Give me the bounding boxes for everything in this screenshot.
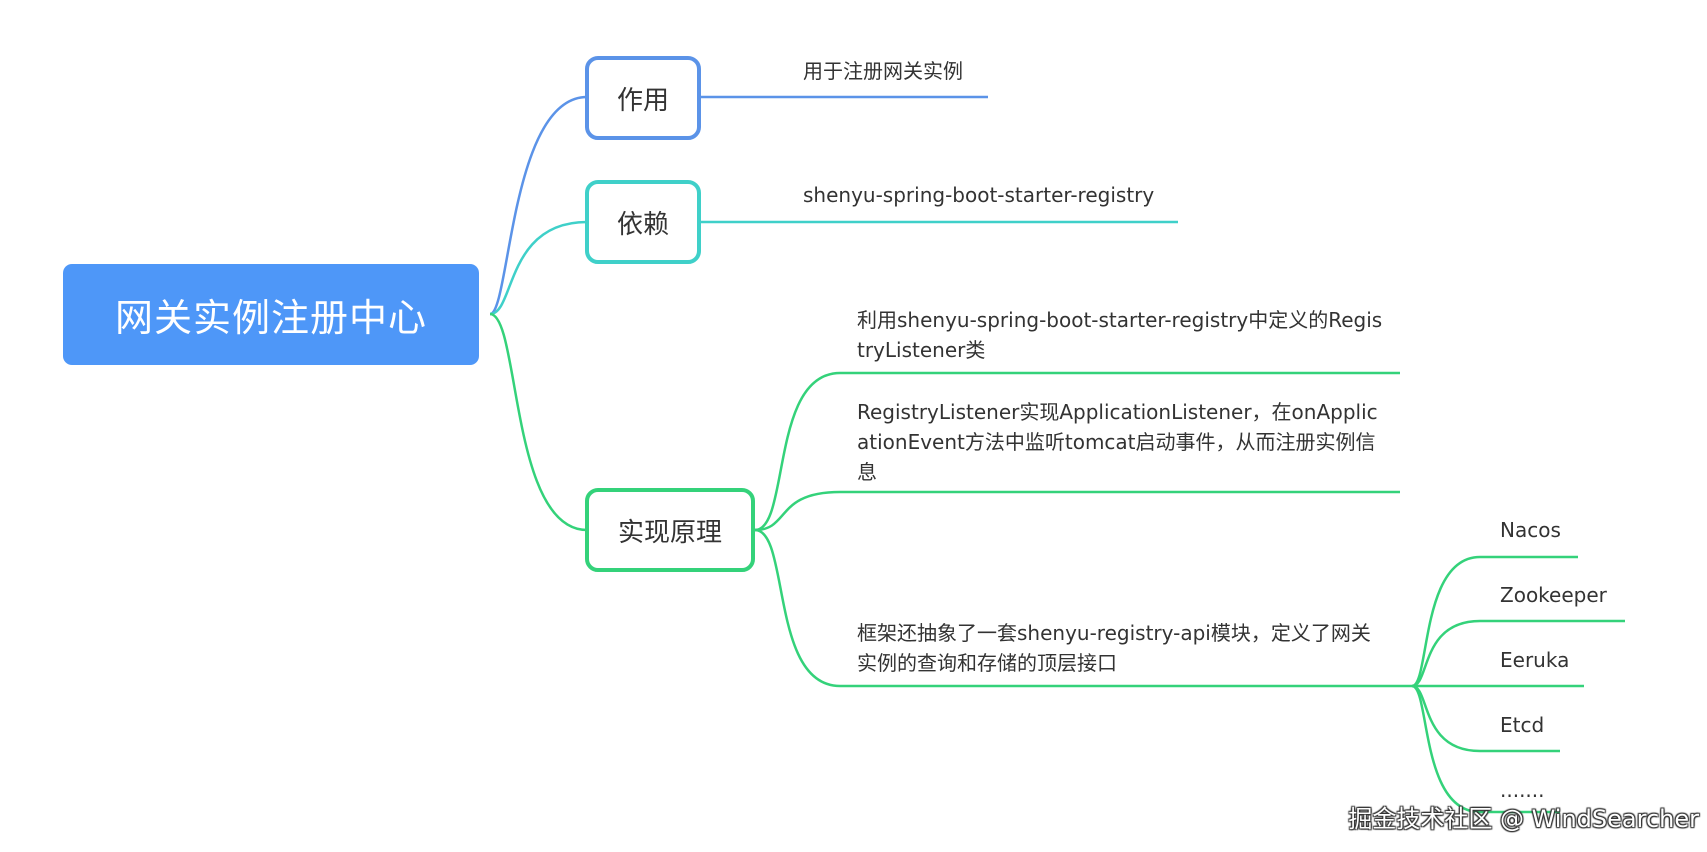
connector-principle-leaf-2 <box>754 490 1400 532</box>
connector-root-dependency <box>489 220 588 316</box>
connector-root-principle <box>489 312 588 532</box>
dependency-leaf-text: shenyu-spring-boot-starter-registry <box>803 183 1155 207</box>
branch-dependency-label: 依赖 <box>616 209 669 240</box>
principle-leaf-3-text: 框架还抽象了一套shenyu-registry-api模块，定义了网关实例的查询… <box>857 621 1371 675</box>
connector-registry-zookeeper <box>1411 619 1625 688</box>
registry-zookeeper: Zookeeper <box>1500 583 1607 607</box>
connector-principle-leaf-1 <box>754 371 1400 532</box>
registry-nacos: Nacos <box>1500 518 1561 542</box>
principle-leaf-1-text: 利用shenyu-spring-boot-starter-registry中定义… <box>857 308 1383 362</box>
registry-eeruka: Eeruka <box>1500 648 1570 672</box>
registry-etcd: Etcd <box>1500 713 1545 737</box>
branch-principle-label: 实现原理 <box>617 517 722 548</box>
watermark-text: 掘金技术社区 @ WindSearcher <box>1348 805 1699 833</box>
connector-root-purpose <box>489 95 588 316</box>
connector-principle-leaf-3 <box>754 528 1412 688</box>
root-node[interactable]: 网关实例注册中心 <box>63 264 479 365</box>
purpose-leaf-text: 用于注册网关实例 <box>803 59 963 83</box>
registry-more: ....... <box>1500 778 1545 802</box>
connector-registry-more <box>1411 684 1560 814</box>
connector-registry-nacos <box>1411 555 1578 688</box>
root-node-label: 网关实例注册中心 <box>114 296 427 340</box>
principle-leaf-2-text: RegistryListener实现ApplicationListener，在o… <box>857 400 1378 484</box>
branch-purpose-node[interactable]: 作用 <box>585 56 701 140</box>
branch-dependency-node[interactable]: 依赖 <box>585 180 701 264</box>
branch-purpose-label: 作用 <box>616 85 669 116</box>
branch-principle-node[interactable]: 实现原理 <box>585 488 755 572</box>
